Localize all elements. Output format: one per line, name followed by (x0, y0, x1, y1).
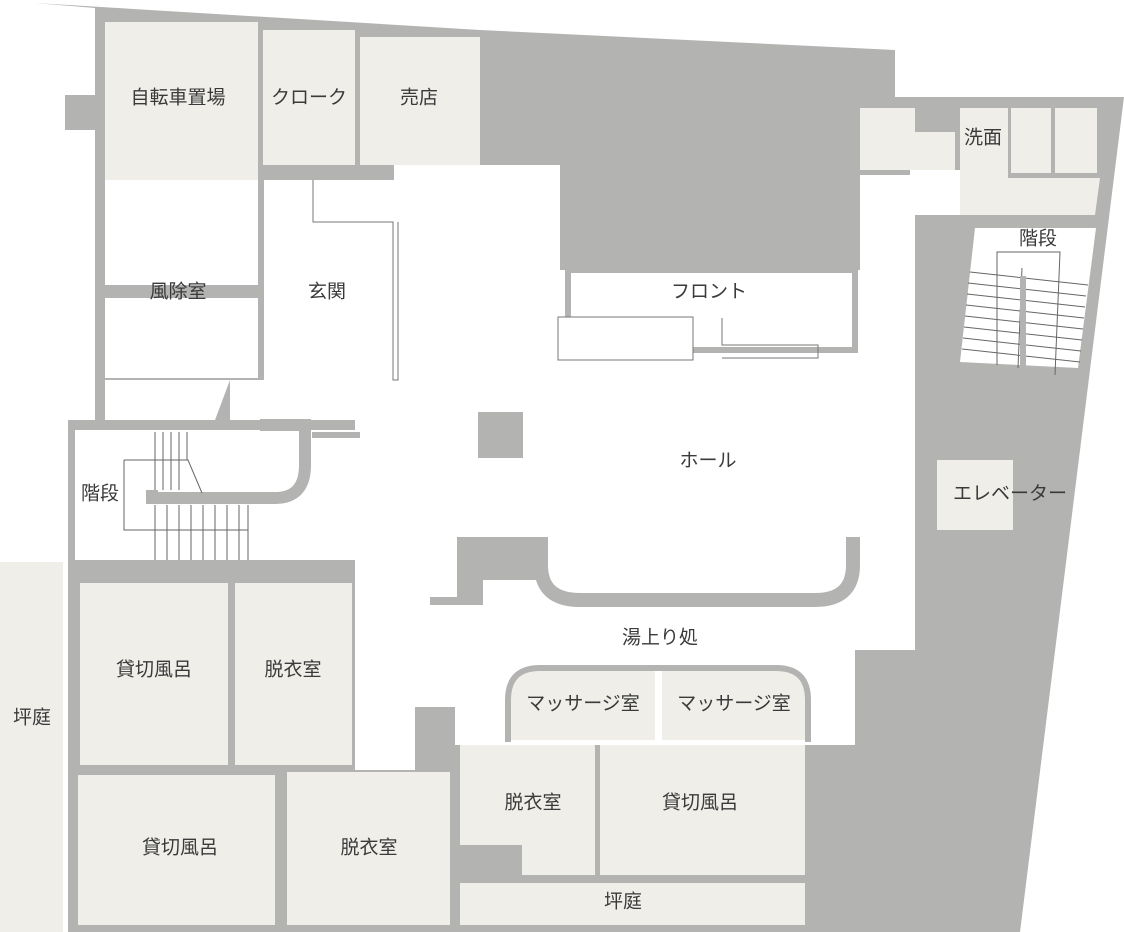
label-stairs-left: 階段 (81, 483, 119, 505)
label-changing-room-3: 脱衣室 (504, 792, 561, 814)
label-massage-room-1: マッサージ室 (526, 693, 640, 715)
label-entrance: 玄関 (308, 281, 346, 303)
label-lounge: 湯上り処 (622, 627, 698, 649)
entrance-door-line (312, 180, 399, 381)
room-changing-3 (460, 745, 595, 845)
hall-wall-right (915, 420, 955, 460)
room-massage-2 (662, 668, 808, 740)
label-courtyard-bottom: 坪庭 (604, 891, 642, 913)
label-front-desk: フロント (671, 281, 747, 303)
room-massage-1 (508, 668, 655, 740)
label-washroom: 洗面 (964, 127, 1002, 149)
label-hall: ホール (679, 450, 736, 472)
label-courtyard-left: 坪庭 (13, 707, 51, 729)
room-cloak (263, 30, 355, 165)
label-changing-room-2: 脱衣室 (340, 837, 397, 859)
hall-pillar (478, 412, 523, 458)
label-private-bath-1: 貸切風呂 (116, 659, 192, 681)
massage-outline (505, 665, 811, 742)
room-private-bath-1 (80, 583, 228, 765)
room-washroom-a (860, 108, 915, 170)
front-desk (557, 267, 858, 361)
room-private-bath-3 (600, 745, 805, 875)
stairs-left-drawing (75, 419, 360, 560)
room-changing-3b (522, 845, 595, 875)
label-cloak: クローク (271, 87, 347, 109)
lounge-counter (534, 537, 860, 607)
room-changing-2 (287, 772, 450, 925)
room-private-bath-2 (78, 775, 275, 925)
label-private-bath-3: 貸切風呂 (662, 792, 738, 814)
label-private-bath-2: 貸切風呂 (142, 837, 218, 859)
room-bicycle-parking (105, 22, 258, 180)
label-massage-room-2: マッサージ室 (677, 693, 791, 715)
label-shop: 売店 (400, 87, 438, 109)
room-shop (360, 37, 480, 165)
room-courtyard-left (0, 562, 63, 932)
room-elevator (937, 460, 1013, 530)
room-courtyard-bottom (460, 883, 805, 925)
label-windbreak-room: 風除室 (149, 281, 206, 303)
room-washroom (960, 108, 1100, 215)
room-changing-1 (235, 583, 352, 765)
room-toilet-2 (1055, 108, 1097, 173)
label-bicycle-parking: 自転車置場 (130, 87, 225, 109)
label-changing-room-1: 脱衣室 (264, 659, 321, 681)
room-washroom-b (915, 132, 955, 170)
hall-wall-block (430, 537, 541, 605)
massage-wall (415, 707, 455, 770)
label-elevator: エレベーター (953, 483, 1067, 505)
label-stairs-right: 階段 (1019, 228, 1057, 250)
room-toilet-1 (1011, 108, 1051, 173)
stairs-right-drawing (960, 228, 1096, 376)
